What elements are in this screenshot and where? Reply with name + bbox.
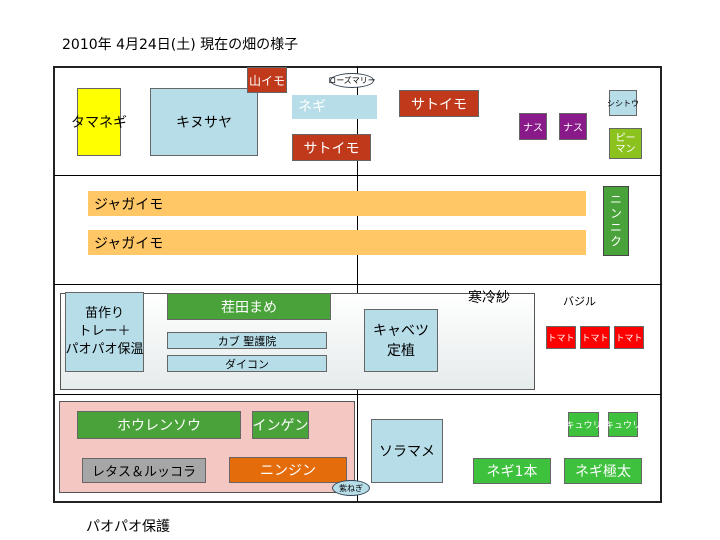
bed-jagaimo-1: ジャガイモ bbox=[88, 191, 586, 216]
bed-kabu: カブ 聖護院 bbox=[167, 332, 327, 349]
bed-negi-1: ネギ1本 bbox=[473, 458, 551, 484]
bed-naeduku-label: 苗作り トレー＋ パオパオ保温 bbox=[65, 306, 144, 357]
basil-label: バジル bbox=[563, 295, 596, 308]
bed-jagaimo-2: ジャガイモ bbox=[88, 230, 586, 255]
bed-hourensou: ホウレンソウ bbox=[77, 411, 241, 439]
bed-ninniku-label: ニンニク bbox=[608, 193, 623, 249]
bed-piman-label: ピーマン bbox=[615, 132, 636, 155]
bed-cabbage: キャベツ 定植 bbox=[364, 309, 438, 372]
bed-chadamame: 茬田まめ bbox=[167, 293, 331, 320]
bed-jagaimo-2-label: ジャガイモ bbox=[94, 236, 164, 252]
bed-tomato-3: トマト bbox=[614, 326, 644, 349]
bed-tomato-2: トマト bbox=[580, 326, 610, 349]
bed-shishito: シシトウ bbox=[607, 90, 639, 116]
bed-jagaimo-1-label: ジャガイモ bbox=[94, 197, 164, 213]
kanreisha-label: 寒冷紗 bbox=[468, 290, 510, 306]
bed-tamanegi: タマネギ bbox=[71, 88, 127, 156]
bed-piman: ピーマン bbox=[609, 128, 642, 159]
bed-negi-label: ネギ bbox=[298, 99, 326, 115]
rosemary-marker: ローズマリー bbox=[328, 73, 376, 88]
bed-kyuri-1: キュウリ bbox=[566, 412, 602, 437]
bed-lettuce: レタス＆ルッコラ bbox=[82, 458, 206, 483]
bed-negi: ネギ bbox=[292, 95, 377, 119]
bed-naeduku: 苗作り トレー＋ パオパオ保温 bbox=[65, 292, 144, 372]
bed-ninjin: ニンジン bbox=[229, 457, 347, 483]
center-divider bbox=[357, 67, 358, 502]
bed-kinusaya: キヌサヤ bbox=[150, 88, 258, 156]
bed-negi-goku: ネギ極太 bbox=[564, 458, 642, 484]
bed-cabbage-label: キャベツ 定植 bbox=[373, 322, 429, 359]
bed-ingen: インゲン bbox=[252, 411, 309, 439]
bed-nasu-2: ナス bbox=[559, 113, 587, 140]
footer-note: パオパオ保護 bbox=[86, 519, 170, 535]
bed-ninniku: ニンニク bbox=[603, 186, 629, 256]
murasaki-marker: 紫ねぎ bbox=[332, 480, 370, 496]
bed-satoimo-2: サトイモ bbox=[292, 134, 371, 161]
bed-yamaimo: 山イモ bbox=[247, 67, 287, 93]
bed-kyuri-2: キュウリ bbox=[605, 412, 641, 437]
bed-daikon: ダイコン bbox=[167, 355, 327, 372]
bed-tomato-1: トマト bbox=[546, 326, 576, 349]
page-title: 2010年 4月24日(土) 現在の畑の様子 bbox=[62, 37, 299, 53]
bed-nasu-1: ナス bbox=[519, 113, 547, 140]
bed-satoimo-1: サトイモ bbox=[399, 90, 479, 117]
bed-soramame: ソラマメ bbox=[371, 419, 443, 483]
